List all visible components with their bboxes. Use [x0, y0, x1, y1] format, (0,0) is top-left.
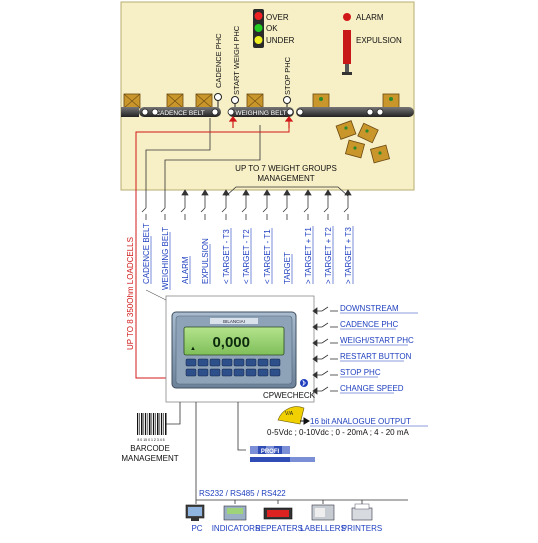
- output-label: TARGET: [283, 252, 292, 284]
- analog-meter-icon: [277, 406, 305, 425]
- alarm-lamp-icon: [343, 13, 351, 21]
- output-drops: [145, 289, 167, 301]
- output-label: EXPULSION: [201, 238, 210, 284]
- input-label: RESTART BUTTON: [340, 352, 412, 361]
- light-under: UNDER: [266, 36, 295, 45]
- pc-icon: [185, 504, 205, 521]
- cadence-belt: [139, 107, 221, 117]
- output-label: > TARGET + T2: [324, 227, 333, 284]
- loadcells-label: UP TO 8 350Ohm LOADCELLS: [126, 237, 135, 350]
- ok-marks: [319, 97, 393, 101]
- device-name: CPWECHECK: [263, 391, 316, 400]
- input-wiring: [312, 307, 322, 395]
- alarm-label: ALARM: [356, 13, 384, 22]
- groups-line1: UP TO 7 WEIGHT GROUPS: [235, 164, 337, 173]
- box-marks: [123, 93, 264, 109]
- input-underlines: [340, 312, 418, 394]
- output-label: < TARGET - T1: [263, 229, 272, 284]
- outfeed-belt-2: [296, 107, 414, 117]
- input-label: CADENCE PHC: [340, 320, 398, 329]
- device-brand: BILANCIAI: [223, 319, 245, 324]
- serial-device-label: INDICATORS: [212, 524, 261, 533]
- sensor-start-weigh-label: START WEIGH PHC: [232, 25, 241, 95]
- traffic-light: [253, 9, 264, 48]
- serial-device-label: LABELLERS: [300, 524, 346, 533]
- serial-device-label: REPEATERS: [255, 524, 303, 533]
- output-label: CADENCE BELT: [142, 223, 151, 284]
- reject-marks: [344, 126, 382, 155]
- groups-bracket: [225, 186, 349, 197]
- input-labels: DOWNSTREAM CADENCE PHC WEIGH/START PHC R…: [340, 304, 414, 393]
- loadcell-arrows: [228, 116, 294, 128]
- cadence-belt-label: CADENCE BELT: [155, 110, 204, 117]
- expulsion-piston-icon: [342, 30, 352, 75]
- lcd-indicator: ▲: [190, 346, 196, 352]
- profibus-wire: [237, 402, 246, 451]
- output-underlines: [150, 226, 354, 290]
- output-label: < TARGET - T3: [222, 229, 231, 284]
- sensor-cadence-label: CADENCE PHC: [214, 33, 223, 88]
- output-label: > TARGET + T3: [344, 227, 353, 284]
- groups-line2: MANAGEMENT: [257, 174, 314, 183]
- sensor-stop-label: STOP PHC: [283, 56, 292, 95]
- barcode-label2: MANAGEMENT: [121, 454, 178, 463]
- output-label: WEIGHING BELT: [161, 227, 170, 290]
- cpwecheck-device: BILANCIAI 0,000 ▲: [171, 311, 297, 389]
- profibus-logo: [250, 446, 315, 462]
- barcode-label1: BARCODE: [130, 444, 170, 453]
- plant-wiring: [145, 118, 261, 200]
- output-switches: [141, 200, 349, 220]
- input-label: DOWNSTREAM: [340, 304, 399, 313]
- barcode-icon: [137, 413, 167, 435]
- weighing-belt: [228, 107, 294, 117]
- output-label: < TARGET - T2: [242, 229, 251, 284]
- indicator-icon: [223, 505, 247, 521]
- device-display-value: 0,000: [212, 334, 250, 351]
- sensor-heads: [214, 93, 291, 110]
- light-over: OVER: [266, 13, 289, 22]
- loadcell-wire: [135, 128, 290, 379]
- serial-device-label: PC: [191, 524, 202, 533]
- profibus-label: PROFI: [261, 449, 280, 455]
- bluetooth-icon: [300, 379, 308, 387]
- repeater-icon: [263, 507, 293, 520]
- labeller-icon: [311, 504, 335, 521]
- light-ok: OK: [266, 24, 278, 33]
- analog-arrow: [300, 417, 310, 425]
- input-label: CHANGE SPEED: [340, 384, 404, 393]
- input-label: STOP PHC: [340, 368, 381, 377]
- belt-rollers: [141, 108, 384, 116]
- outfeed-belt-1: [121, 107, 139, 117]
- barcode-wire: [166, 402, 181, 425]
- serial-device-label: PRINTERS: [342, 524, 382, 533]
- output-label: ALARM: [181, 256, 190, 284]
- analog-ranges: 0-5Vdc ; 0-10Vdc ; 0 - 20mA ; 4 - 20 mA: [267, 428, 410, 437]
- weighing-belt-label: WEIGHING BELT: [235, 110, 286, 117]
- output-label: > TARGET + T1: [304, 227, 313, 284]
- analog-meter-label: V/A: [285, 411, 294, 417]
- device-lcd: [183, 326, 285, 356]
- input-label: WEIGH/START PHC: [340, 336, 414, 345]
- output-labels: CADENCE BELT WEIGHING BELT ALARM EXPULSI…: [142, 223, 353, 290]
- device-keypad: [185, 358, 281, 377]
- output-arrows: [181, 189, 352, 200]
- analog-title: 16 bit ANALOGUE OUTPUT: [310, 417, 411, 426]
- serial-label: RS232 / RS485 / RS422: [199, 489, 286, 498]
- barcode-digits: 8 0 15 0 1 2 3 4 5: [137, 438, 164, 442]
- expulsion-label: EXPULSION: [356, 36, 402, 45]
- serial-drops: [195, 500, 363, 504]
- input-switches: [321, 306, 338, 392]
- printer-icon: [351, 503, 373, 521]
